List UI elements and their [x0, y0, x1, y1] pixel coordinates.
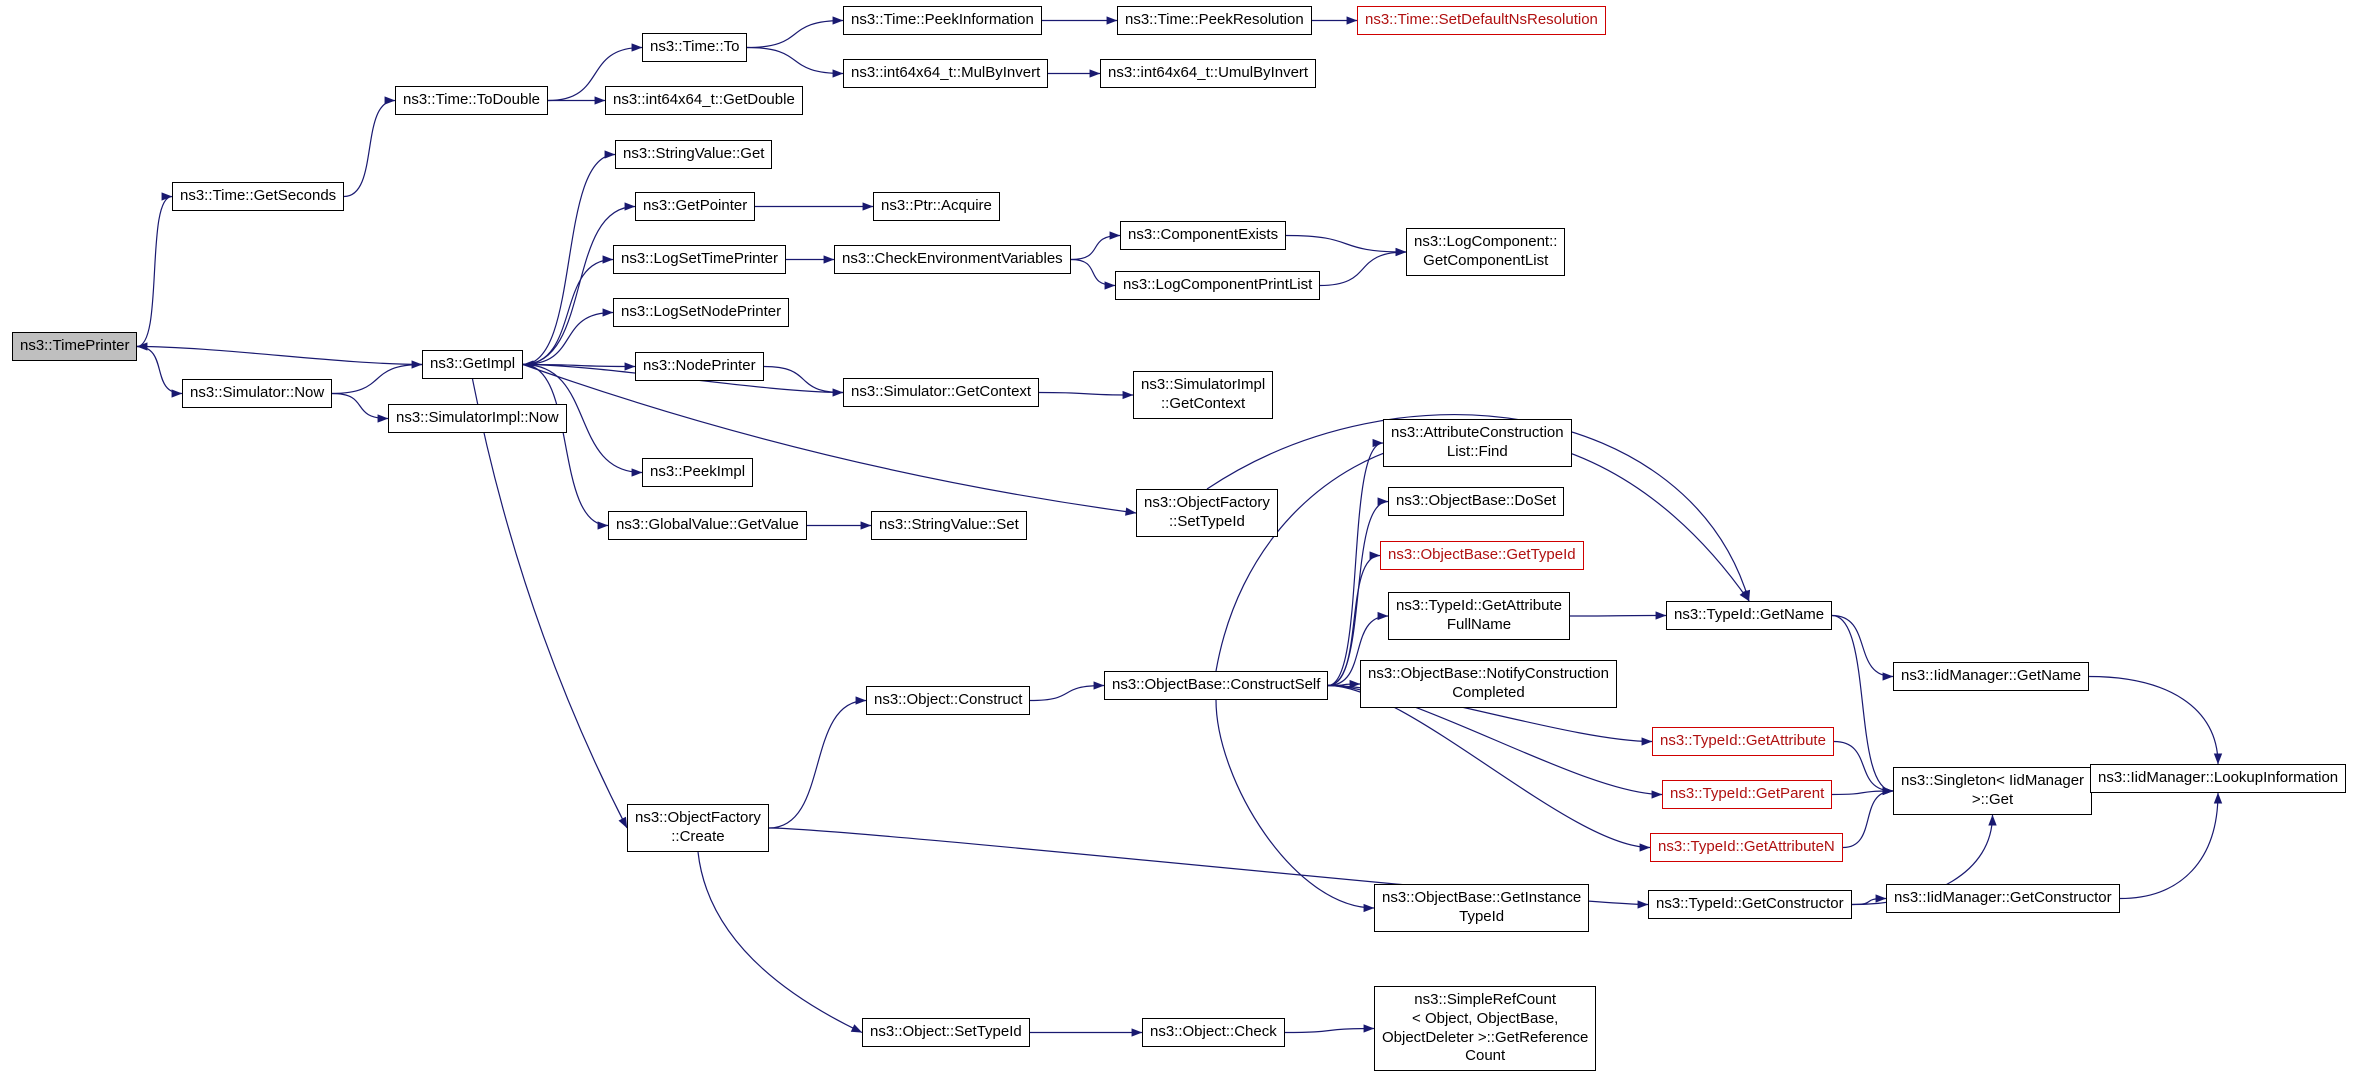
- edge-getattrn-singletonget: [1842, 786, 1894, 849]
- edge-typeidgetname-singletonget: [1831, 614, 1894, 796]
- graph-node-nodeprinter[interactable]: ns3::NodePrinter: [635, 352, 764, 381]
- graph-node-getdouble[interactable]: ns3::int64x64_t::GetDouble: [605, 86, 803, 115]
- graph-node-constructself[interactable]: ns3::ObjectBase::ConstructSelf: [1104, 671, 1329, 700]
- graph-node-getcontext[interactable]: ns3::Simulator::GetContext: [843, 378, 1040, 407]
- edge-getconstructor-iidgetconstructor: [1851, 894, 1887, 906]
- edge-constructself-doset: [1327, 497, 1389, 687]
- edge-getimpl-logsetnode: [522, 308, 614, 366]
- edge-getimpl-getpointer: [522, 202, 636, 366]
- graph-node-checkenv[interactable]: ns3::CheckEnvironmentVariables: [834, 245, 1071, 274]
- graph-node-peekinfo[interactable]: ns3::Time::PeekInformation: [843, 6, 1042, 35]
- graph-node-simgetcontext[interactable]: ns3::SimulatorImpl ::GetContext: [1133, 371, 1274, 419]
- edge-timeprinter-getseconds: [136, 192, 173, 348]
- graph-node-setdefaultns[interactable]: ns3::Time::SetDefaultNsResolution: [1357, 6, 1606, 35]
- graph-node-stringget[interactable]: ns3::StringValue::Get: [615, 140, 773, 169]
- edge-constructself-getattrn: [1327, 684, 1651, 852]
- edge-getattrfullname-typeidgetname: [1569, 611, 1667, 620]
- edge-create-objsettypeid: [697, 851, 863, 1034]
- edge-getimpl-globalgetvalue: [522, 363, 609, 530]
- graph-node-mulbyinvert[interactable]: ns3::int64x64_t::MulByInvert: [843, 59, 1049, 88]
- graph-node-peekres[interactable]: ns3::Time::PeekResolution: [1117, 6, 1312, 35]
- graph-node-objsettypeid[interactable]: ns3::Object::SetTypeId: [862, 1018, 1030, 1047]
- graph-node-globalgetvalue[interactable]: ns3::GlobalValue::GetValue: [608, 511, 807, 540]
- edge-constructself-attrfind: [1327, 438, 1384, 687]
- edge-getattr-singletonget: [1833, 740, 1894, 796]
- graph-node-obgettypeid[interactable]: ns3::ObjectBase::GetTypeId: [1380, 541, 1584, 570]
- edge-getimpl-logsettime: [522, 255, 614, 366]
- edge-to-peekinfo: [746, 16, 844, 49]
- graph-node-logcompprint[interactable]: ns3::LogComponentPrintList: [1115, 271, 1321, 300]
- edge-checkenv-compexists: [1070, 231, 1121, 261]
- graph-node-typeidgetname[interactable]: ns3::TypeId::GetName: [1666, 601, 1833, 630]
- graph-node-logsettime[interactable]: ns3::LogSetTimePrinter: [613, 245, 787, 274]
- graph-node-to[interactable]: ns3::Time::To: [642, 33, 748, 62]
- graph-node-simnow[interactable]: ns3::Simulator::Now: [182, 379, 333, 408]
- graph-node-getpointer[interactable]: ns3::GetPointer: [635, 192, 756, 221]
- graph-node-peekimpl[interactable]: ns3::PeekImpl: [642, 458, 754, 487]
- edge-getimpl-factsettypeid: [522, 363, 1137, 516]
- graph-node-logsetnode[interactable]: ns3::LogSetNodePrinter: [613, 298, 790, 327]
- edge-to-mulbyinvert: [746, 46, 844, 78]
- graph-node-umulbyinvert[interactable]: ns3::int64x64_t::UmulByInvert: [1100, 59, 1317, 88]
- edge-iidgetname-lookupinfo: [2088, 675, 2223, 765]
- graph-node-stringset[interactable]: ns3::StringValue::Set: [871, 511, 1027, 540]
- graph-node-getconstructor[interactable]: ns3::TypeId::GetConstructor: [1648, 890, 1852, 919]
- graph-node-getcomplist[interactable]: ns3::LogComponent:: GetComponentList: [1406, 228, 1566, 276]
- graph-node-attrfind[interactable]: ns3::AttributeConstruction List::Find: [1383, 419, 1572, 467]
- graph-node-getattrn[interactable]: ns3::TypeId::GetAttributeN: [1650, 833, 1843, 862]
- graph-node-getparent[interactable]: ns3::TypeId::GetParent: [1662, 780, 1833, 809]
- edge-timeprinter-simnow: [136, 345, 183, 398]
- graph-node-acquire[interactable]: ns3::Ptr::Acquire: [873, 192, 1000, 221]
- edge-create-objconstruct: [768, 696, 867, 829]
- edge-getimpl-stringget: [522, 150, 616, 366]
- edge-getparent-singletonget: [1831, 786, 1894, 796]
- edge-getimpl-nodeprinter: [522, 362, 636, 371]
- graph-node-lookupinfo[interactable]: ns3::IidManager::LookupInformation: [2090, 764, 2347, 793]
- edge-getseconds-todouble: [343, 96, 396, 198]
- graph-node-getattrfullname[interactable]: ns3::TypeId::GetAttribute FullName: [1388, 592, 1570, 640]
- graph-node-doset[interactable]: ns3::ObjectBase::DoSet: [1388, 487, 1565, 516]
- graph-node-getinstance[interactable]: ns3::ObjectBase::GetInstance TypeId: [1374, 884, 1590, 932]
- edge-simnow-getimpl: [331, 360, 423, 395]
- graph-node-iidgetname[interactable]: ns3::IidManager::GetName: [1893, 662, 2090, 691]
- graph-node-todouble[interactable]: ns3::Time::ToDouble: [395, 86, 549, 115]
- edge-compexists-getcomplist: [1285, 234, 1407, 257]
- edge-logcompprint-getcomplist: [1319, 247, 1407, 287]
- graph-node-factsettypeid[interactable]: ns3::ObjectFactory ::SetTypeId: [1136, 489, 1278, 537]
- graph-node-iidgetconstructor[interactable]: ns3::IidManager::GetConstructor: [1886, 884, 2120, 913]
- graph-node-create[interactable]: ns3::ObjectFactory ::Create: [627, 804, 769, 852]
- graph-node-singletonget[interactable]: ns3::Singleton< IidManager >::Get: [1893, 767, 2093, 815]
- graph-node-timeprinter[interactable]: ns3::TimePrinter: [12, 332, 138, 361]
- edge-objcheck-getrefcount: [1284, 1024, 1375, 1034]
- edge-getimpl-create: [471, 378, 628, 829]
- edge-simnow-simimplnow: [331, 392, 389, 423]
- graph-node-getseconds[interactable]: ns3::Time::GetSeconds: [172, 182, 345, 211]
- edge-getimpl-timeprinter: [136, 342, 423, 366]
- edge-typeidgetname-iidgetname: [1831, 614, 1894, 681]
- graph-node-getimpl[interactable]: ns3::GetImpl: [422, 350, 524, 379]
- edge-checkenv-logcompprint: [1070, 258, 1116, 290]
- graph-node-getrefcount[interactable]: ns3::SimpleRefCount < Object, ObjectBase…: [1374, 986, 1597, 1071]
- edge-constructself-getinstance: [1215, 699, 1375, 913]
- edge-getcontext-simgetcontext: [1038, 390, 1134, 400]
- graph-node-simimplnow[interactable]: ns3::SimulatorImpl::Now: [388, 404, 567, 433]
- edge-objconstruct-constructself: [1029, 681, 1105, 702]
- graph-node-objcheck[interactable]: ns3::Object::Check: [1142, 1018, 1285, 1047]
- edge-nodeprinter-getcontext: [763, 365, 844, 397]
- graph-node-notifyconstr[interactable]: ns3::ObjectBase::NotifyConstruction Comp…: [1360, 660, 1617, 708]
- edge-constructself-notifyconstr: [1327, 679, 1361, 689]
- edge-iidgetconstructor-lookupinfo: [2119, 792, 2223, 900]
- graph-node-objconstruct[interactable]: ns3::Object::Construct: [866, 686, 1031, 715]
- graph-node-getattr[interactable]: ns3::TypeId::GetAttribute: [1652, 727, 1834, 756]
- graph-node-compexists[interactable]: ns3::ComponentExists: [1120, 221, 1287, 250]
